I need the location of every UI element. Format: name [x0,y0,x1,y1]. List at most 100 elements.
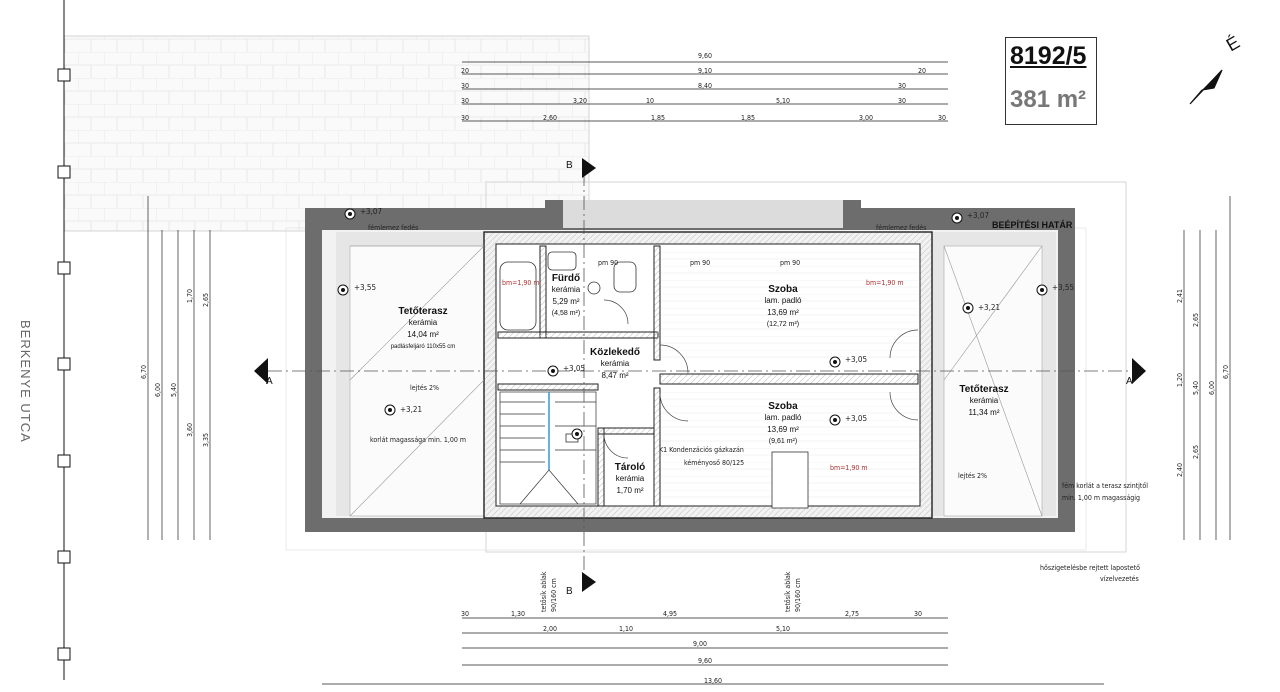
dim-top-5-0: 30 [461,114,469,122]
roof-cover-label-north2: fémlemez fedés [368,224,418,232]
parapet-north-inner [563,200,843,228]
lot-number: 8192/5 [1010,42,1087,70]
dim-top-2-3: 20 [918,67,926,75]
svg-text:+3,07: +3,07 [967,211,989,220]
svg-text:Tároló: Tároló [615,462,646,473]
room-furdo: Fürdő kerámia 5,29 m² (4,58 m²) [552,273,581,317]
dim-left-3: 1,70 [186,289,194,303]
roof-window-label-1: tetősík ablak [539,571,548,612]
lot-badge: 8192/5 381 m² [1005,37,1097,125]
dim-bot-4-0: 9,60 [698,657,712,665]
dim-bot-1-2: 4,95 [663,610,677,618]
svg-text:+3,05: +3,05 [845,355,867,364]
svg-text:14,04 m²: 14,04 m² [407,330,439,339]
bath-fixtures [499,251,637,331]
railing-height-label: korlát magassága min. 1,00 m [370,436,466,444]
bm-south: bm=1,90 m [830,464,868,472]
slope-1: lejtés 2% [410,384,439,392]
room-tetoterasz-east: Tetőterasz kerámia 11,34 m² [959,384,1008,417]
dimension-lines-left [147,196,211,540]
roof-window-size-1: 90/160 cm [550,578,558,612]
section-label-a-west: A [266,376,273,387]
ground-paving [63,35,590,232]
svg-text:+3,07: +3,07 [360,207,382,216]
dim-top-2-2: 9,10 [698,67,712,75]
dim-top-2-0: 20 [461,67,469,75]
roof-window-label-2: tetősík ablak [783,571,792,612]
svg-text:Közlekedő: Közlekedő [590,347,640,358]
dim-left-5: 3,60 [186,423,194,437]
roof-cover-label-north: fémlemez fedés [876,224,926,232]
room-szoba-north: Szoba lam. padló 13,69 m² (12,72 m²) [765,284,802,328]
dim-right-1: 2,65 [1192,313,1200,327]
bm-west: bm=1,90 m [502,279,540,287]
dim-top-4-4: 5,10 [776,97,790,105]
bm-east: bm=1,90 m [866,279,904,287]
floor-szoba-north [660,246,918,358]
dim-top-3-3: 30 [898,82,906,90]
svg-text:lam. padló: lam. padló [765,296,802,305]
roof-window-size-2: 90/160 cm [794,578,802,612]
room-tetoterasz-west: Tetőterasz kerámia 14,04 m² padlásfeljár… [391,306,456,350]
dimension-lines-right [1183,196,1231,540]
svg-text:13,69 m²: 13,69 m² [767,425,799,434]
svg-text:padlásfeljáró 110x55 cm: padlásfeljáró 110x55 cm [391,344,456,350]
section-label-b-north: B [566,160,573,171]
dim-left-0: 6,70 [140,365,148,379]
level-markers: +3,07 +3,07 +3,55 +3,55 +3,21 +3,21 +3,0… [337,207,1074,440]
svg-text:Szoba: Szoba [768,401,798,412]
svg-text:+3,55: +3,55 [1052,283,1074,292]
railing-terrace-label: fém korlát a terasz szintjtől [1062,481,1148,490]
svg-text:8,47 m²: 8,47 m² [601,371,628,380]
room-szoba-south: Szoba lam. padló 13,69 m² (9,61 m²) [765,401,802,445]
svg-text:kerámia: kerámia [970,396,999,405]
svg-text:+3,21: +3,21 [400,405,422,414]
railing-min-label: min. 1,00 m magasságig [1062,494,1140,502]
svg-text:13,69 m²: 13,69 m² [767,308,799,317]
dim-left-2: 5,40 [170,383,178,397]
dim-top-5-4: 3,00 [859,114,873,122]
interior-walls [497,245,919,507]
boiler-label: K1 Kondenzációs gázkazán [659,446,744,454]
chimney-label: kéményoső 80/125 [684,458,744,467]
svg-text:11,34 m²: 11,34 m² [969,408,1000,417]
dim-right-7: 2,65 [1192,445,1200,459]
dimension-lines-bottom [322,617,1104,685]
svg-text:(12,72 m²): (12,72 m²) [767,321,799,328]
slope-2: lejtés 2% [958,472,987,480]
svg-text:+3,05: +3,05 [845,414,867,423]
dim-right-3: 6,00 [1208,381,1216,395]
dim-top-5-5: 30 [938,114,946,122]
svg-text:Tetőterasz: Tetőterasz [398,306,447,317]
dim-top-4-3: 10 [646,97,654,105]
roof-window [771,451,809,509]
dim-top-5-3: 1,85 [741,114,755,122]
svg-text:Tetőterasz: Tetőterasz [959,384,1008,395]
section-arrow-b-north [582,158,596,178]
svg-text:5,29 m²: 5,29 m² [552,297,579,306]
dim-right-2: 6,70 [1222,365,1230,379]
section-label-b-south: B [566,586,573,597]
svg-text:(4,58 m²): (4,58 m²) [552,310,580,317]
svg-text:Szoba: Szoba [768,284,798,295]
dim-right-5: 1,20 [1176,373,1184,387]
svg-text:É: É [1223,32,1243,55]
svg-text:+3,55: +3,55 [354,283,376,292]
svg-text:kerámia: kerámia [552,285,581,294]
dim-right-4: 5,40 [1192,381,1200,395]
drain-label2: vízelvezetés [1100,575,1139,583]
pm-1: pm 90 [598,259,618,267]
dim-top-3-0: 30 [461,82,469,90]
dim-top-4-0: 30 [461,97,469,105]
dim-top-4-5: 30 [898,97,906,105]
boundary-label: BEÉPÍTÉSI HATÁR [992,220,1073,230]
svg-text:Fürdő: Fürdő [552,273,580,284]
north-arrow-icon: É [1189,32,1243,105]
boundary-posts [57,68,71,661]
section-arrow-b-south [582,572,596,592]
dim-bot-2-4: 1,10 [619,625,633,633]
dim-left-1: 6,00 [154,383,162,397]
dim-bot-1-4: 30 [914,610,922,618]
dim-bot-2-2: 2,00 [543,625,557,633]
